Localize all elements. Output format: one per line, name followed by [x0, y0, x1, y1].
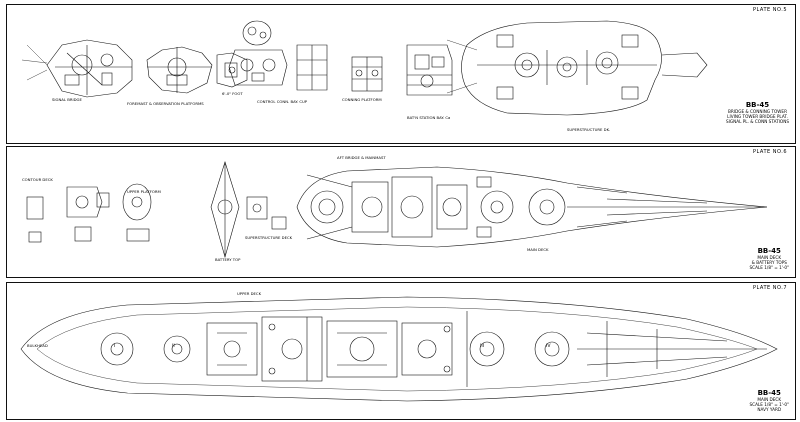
ship-number: BB-45	[757, 247, 781, 255]
title-line: & BATTERY TOPS	[751, 260, 787, 265]
title-block: BB-45 BRIDGE & CONNING TOWER LIVING TOWE…	[726, 101, 789, 124]
signal-bridge-label: SIGNAL BRIDGE	[52, 97, 82, 102]
upper-platform-label: UPPER PLATFORM	[127, 189, 161, 194]
main-deck-hull	[296, 166, 768, 248]
foremast-label: FOREMAST & OBSERVATION PLATFORMS	[127, 101, 204, 106]
plate-5-sheet: PLATE NO.5 SIGNAL BRIDGE FOREMAST & OBSE…	[6, 4, 796, 144]
turret-4-label: IV	[546, 344, 551, 349]
title-line: SIGNAL PL. & CONN STATIONS	[725, 119, 789, 124]
superstructure-label: SUPERSTRUCTURE DK.	[567, 127, 611, 132]
superstructure-deck-plan	[446, 20, 708, 116]
battery-top-label: BATTERY TOP	[215, 257, 241, 262]
plate-6-drawing	[26, 160, 768, 259]
title-block: BB-45 MAIN DECK & BATTERY TOPS SCALE 1/8…	[749, 247, 789, 270]
title-block: BB-45 MAIN DECK SCALE 1/8" = 1'-0" NAVY …	[749, 389, 789, 412]
contour-label: CONTOUR DECK	[22, 177, 53, 182]
upper-deck-label: UPPER DECK	[237, 291, 262, 296]
conning-platform-plan	[351, 56, 383, 92]
battery-top-plan	[210, 160, 287, 259]
contour-details	[26, 183, 152, 243]
turret-1-label: I	[114, 344, 116, 349]
plate-number: PLATE NO.7	[753, 285, 787, 291]
battle-station-label: BAT'N STATION BAY. Ca	[407, 115, 451, 120]
turret-3-label: III	[480, 344, 485, 349]
ship-number: BB-45	[745, 101, 770, 109]
bulkhead-label: BULKHEAD	[27, 343, 48, 348]
plate-number: PLATE NO.6	[753, 149, 787, 155]
title-line: SCALE 1/8" = 1'-0"	[749, 402, 789, 407]
plate-7-drawing	[20, 296, 778, 402]
control-conn-label: CONTROL CONN. BAY. CUP	[257, 99, 308, 104]
title-line: MAIN DECK	[757, 255, 782, 260]
super-deck-label: SUPERSTRUCTURE DECK	[245, 235, 293, 240]
plate-5-drawing	[21, 20, 708, 116]
aft-bridge-label: AFT BRIDGE & MAINMAST	[337, 155, 386, 160]
title-line: LIVING TOWER BRIDGE PLAT.	[727, 114, 788, 119]
title-line: NAVY YARD	[757, 407, 782, 412]
ship-number: BB-45	[757, 389, 781, 397]
turret-2-label: II	[172, 344, 175, 349]
plate-7-sheet: PLATE NO.7 UPPER DECK BULKHEAD I II III …	[6, 282, 796, 420]
upper-deck-hull	[20, 296, 778, 402]
control-platform-plan	[228, 20, 328, 91]
signal-bridge-plan	[21, 39, 133, 98]
title-line: MAIN DECK	[757, 397, 782, 402]
six-foot-label: 6'-0" FOOT	[222, 91, 243, 96]
battle-station-plan	[406, 44, 453, 96]
plate-number: PLATE NO.5	[753, 7, 787, 13]
main-deck-label: MAIN DECK	[527, 247, 549, 252]
title-line: BRIDGE & CONNING TOWER	[727, 109, 787, 114]
foremast-platforms-plan	[146, 46, 248, 94]
conning-label: CONNING PLATFORM	[342, 97, 382, 102]
title-line: SCALE 1/8" = 1'-0"	[749, 265, 789, 270]
plate-6-sheet: PLATE NO.6 CONTOUR DECK UPPER PLATFORM B…	[6, 146, 796, 278]
